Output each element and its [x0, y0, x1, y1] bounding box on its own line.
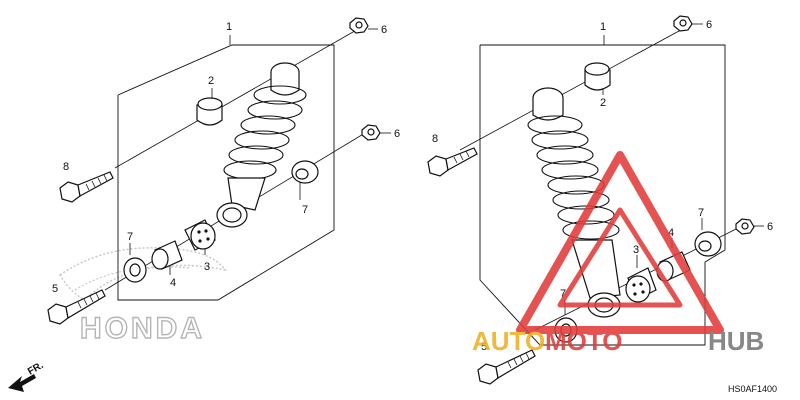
- right-callout-8: 8: [432, 133, 438, 145]
- right-bolt-8: [427, 147, 478, 177]
- right-bushing-2: [584, 62, 611, 91]
- right-nut-6-lower: [735, 218, 755, 235]
- right-callout-1: 1: [600, 21, 606, 33]
- left-callout-1: 1: [226, 21, 232, 33]
- right-callout-7a: 7: [698, 207, 704, 219]
- left-assembly: 1 2 3 4 5 6 6 7 7 8: [47, 17, 400, 325]
- left-bushing-2: [196, 97, 223, 126]
- right-shock-absorber: [527, 87, 621, 318]
- left-bolt-5: [47, 289, 106, 325]
- left-collar-4: [151, 240, 183, 270]
- right-callout-5: 5: [481, 341, 487, 353]
- left-callout-7b: 7: [127, 231, 133, 243]
- left-nut-6-mid: [361, 124, 381, 141]
- watermark: AUTO MOTO HUB: [472, 151, 764, 356]
- left-washer-7-left: [123, 257, 147, 283]
- left-nut-6-top: [349, 17, 369, 34]
- left-bushing-3: [184, 219, 216, 251]
- watermark-text-moto: MOTO: [545, 326, 623, 356]
- left-callout-2: 2: [208, 75, 214, 87]
- right-callout-6a: 6: [706, 19, 712, 31]
- left-callout-6a: 6: [381, 24, 387, 36]
- right-nut-6-top: [673, 15, 693, 32]
- right-callout-4: 4: [668, 227, 674, 239]
- left-callout-8: 8: [63, 161, 69, 173]
- right-washer-7-right: [694, 231, 722, 257]
- watermark-triangle-logo: [516, 151, 724, 334]
- right-callout-2: 2: [600, 97, 606, 109]
- left-assembly-frame: [117, 44, 335, 301]
- right-callout-3: 3: [633, 244, 639, 256]
- right-callout-6b: 6: [767, 221, 773, 233]
- front-direction-label: FR.: [26, 360, 46, 378]
- left-callout-7a: 7: [302, 204, 308, 216]
- left-shock-absorber: [216, 62, 307, 228]
- left-callout-6b: 6: [394, 128, 400, 140]
- left-callout-3: 3: [204, 261, 210, 273]
- left-callout-5: 5: [52, 283, 58, 295]
- right-assembly: 1 2 3 4 5 6 6 7 7 8: [427, 15, 773, 385]
- right-bushing-3: [625, 267, 657, 303]
- left-callout-4: 4: [170, 277, 176, 289]
- right-callout-7b: 7: [560, 288, 566, 300]
- watermark-text-hub: HUB: [708, 326, 764, 356]
- left-bolt-8: [59, 171, 114, 203]
- diagram-code: HS0AF1400: [728, 384, 777, 394]
- right-bolt-5: [477, 349, 536, 385]
- front-direction-arrow: FR.: [8, 360, 46, 392]
- left-washer-7-right: [291, 160, 319, 184]
- honda-logo-text: HONDA: [80, 312, 205, 345]
- watermark-text-auto: AUTO: [472, 326, 545, 356]
